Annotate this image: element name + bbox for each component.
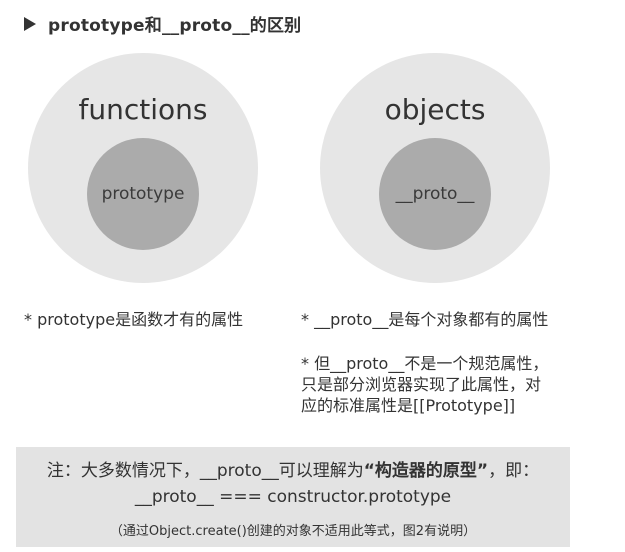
summary-equation: __proto__ === constructor.prototype [134,487,452,507]
functions-label: functions [78,93,208,126]
objects-label: objects [384,93,486,126]
note-proto-extra: * 但__proto__不是一个规范属性， 只是部分浏览器实现了此属性，对 应的… [301,353,591,416]
prototype-label: prototype [101,184,185,204]
proto-label: __proto__ [395,184,475,204]
summary-emphasis: “构造器的原型” [363,461,489,481]
functions-circle: functions prototype [28,53,258,283]
triangle-right-icon [24,16,36,31]
note-extra-line: 应的标准属性是[[Prototype]] [301,396,516,415]
section-heading: prototype和__proto__的区别 [24,11,301,36]
note-prototype: * prototype是函数才有的属性 [24,310,244,329]
prototype-circle: prototype [87,138,199,250]
summary-statement: 注：大多数情况下，__proto__可以理解为“构造器的原型”，即： [16,456,570,481]
note-proto: * __proto__是每个对象都有的属性 [301,310,549,329]
note-extra-line: 只是部分浏览器实现了此属性，对 [301,375,542,394]
note-extra-line: * 但__proto__不是一个规范属性， [301,354,549,373]
heading-title: prototype和__proto__的区别 [48,16,302,36]
objects-circle: objects __proto__ [320,53,550,283]
summary-suffix: ，即： [488,461,540,481]
summary-box: 注：大多数情况下，__proto__可以理解为“构造器的原型”，即： __pro… [16,447,570,547]
proto-circle: __proto__ [379,138,491,250]
summary-footnote: （通过Object.create()创建的对象不适用此等式，图2有说明） [109,524,477,539]
summary-prefix: 注：大多数情况下，__proto__可以理解为 [46,461,364,481]
